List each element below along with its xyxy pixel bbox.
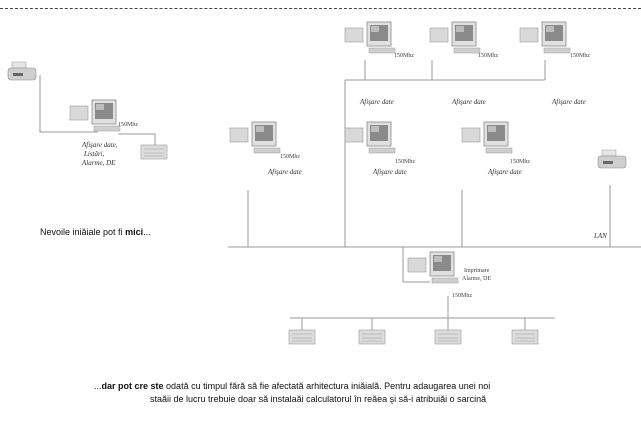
keypad-icon [434,329,462,345]
monitor-label: 150Mhz [118,122,138,128]
keypad-icon [511,329,539,345]
computer-icon [461,121,513,154]
server-label-1: Imprimare [464,268,490,274]
keypad-icon [140,144,168,160]
server-computer-icon [407,251,459,284]
computer-label-2: Listări, [83,150,105,158]
monitor-label: 150Mhz [280,154,300,160]
keypad-icon [358,329,386,345]
display-label: Afişare date [551,98,586,106]
printer-icon [7,61,37,81]
monitor-label: 150Mhz [395,159,415,165]
display-label: Afişare date [487,168,522,176]
display-label: Afişare date [267,168,302,176]
display-label: Afişare date [359,98,394,106]
lan-label: LAN [593,232,607,240]
dashed-separator [0,8,641,9]
monitor-label: 150Mhz [394,53,414,59]
display-label: Afişare date [372,168,407,176]
computer-icon [344,21,396,54]
computer-icon [429,21,481,54]
keypad-icon [288,329,316,345]
server-label-2: Alarme, DE [462,276,491,282]
computer-icon [69,99,121,132]
printer-icon [597,149,627,169]
monitor-label: 150Mhz [452,293,472,299]
caption-growth-line2: staăii de lucru trebuie doar să instalaă… [150,394,487,404]
large-network: 150Mhz 150Mhz 150Mhz Afişare date Afişar… [228,21,641,345]
computer-label-1: Afişare date, [81,141,118,149]
caption-growth-line1: ...dar pot cre ste odată cu timpul fără … [94,381,491,391]
display-label: Afişare date [451,98,486,106]
computer-label-3: Alarme, DE [81,159,116,167]
computer-icon [229,121,281,154]
monitor-label: 150Mhz [510,159,530,165]
computer-icon [519,21,571,54]
caption-initial-needs: Nevoile iniăiale pot fi mici... [40,227,151,237]
computer-icon [344,121,396,154]
small-network: 150Mhz Afişare date, Listări, Alarme, DE [7,61,168,167]
monitor-label: 150Mhz [570,53,590,59]
monitor-label: 150Mhz [478,53,498,59]
